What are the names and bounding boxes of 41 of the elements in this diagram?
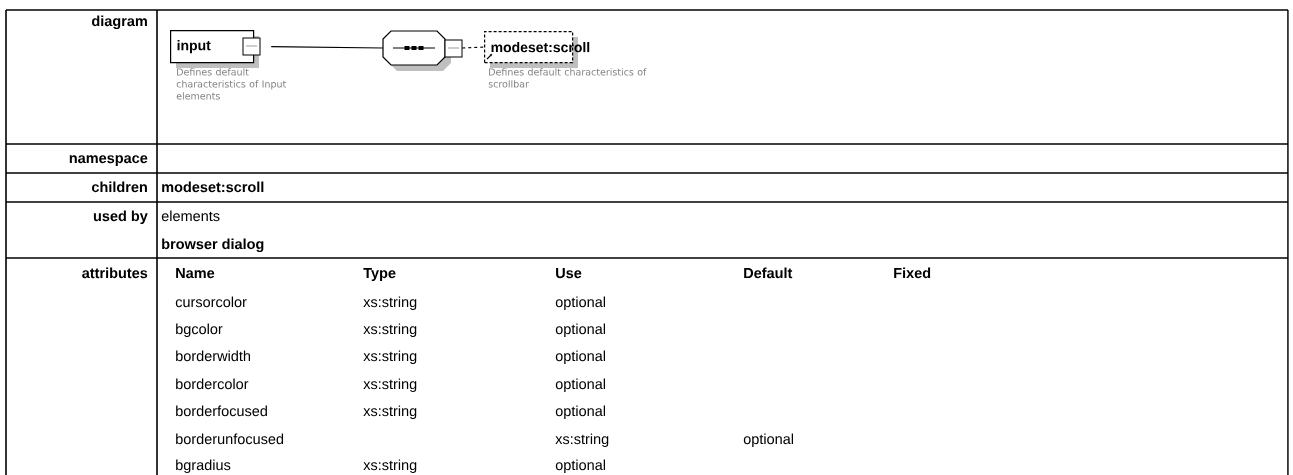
description-text: Defines default characteristics of Input elements	[176, 68, 287, 100]
row-header: children	[91, 181, 147, 193]
column-header: Type	[363, 268, 396, 281]
table-cell-text: xs:string	[555, 433, 609, 447]
row-header: used by	[93, 210, 148, 224]
row-header: diagram	[92, 15, 147, 30]
table-cell-text: optional	[555, 296, 606, 310]
table-cell-text: optional	[555, 459, 606, 473]
table-cell-text: xs:string	[363, 296, 417, 310]
table-cell-text: elements	[161, 210, 220, 222]
table-cell-text: xs:string	[363, 323, 417, 337]
row-header: attributes	[82, 267, 148, 279]
table-cell-text: optional	[555, 378, 606, 392]
table-cell-text: bordercolor	[176, 378, 249, 390]
row-header: namespace	[69, 155, 148, 166]
table-cell-text: bgcolor	[176, 323, 223, 337]
connector-line	[461, 46, 485, 49]
table-cell-text: optional	[555, 323, 606, 337]
table-cell-text: xs:string	[363, 378, 417, 392]
table-cell-text: borderfocused	[176, 405, 267, 417]
table-cell-text: bgradius	[176, 459, 231, 473]
table-cell-text: cursorcolor	[175, 296, 247, 308]
column-header: Default	[744, 267, 793, 279]
table-cell-text: borderunfocused	[176, 433, 284, 445]
table-cell-text: borderwidth	[176, 350, 250, 362]
table-cell-text: optional	[555, 350, 606, 364]
table-cell-text: modeset:scroll	[162, 181, 264, 193]
table-cell-text: optional	[743, 433, 794, 447]
description-text: Defines default characteristics of scrollbar	[488, 68, 647, 88]
column-header: Use	[556, 268, 582, 279]
column-header: Name	[176, 268, 215, 279]
table-cell-text: xs:string	[363, 405, 417, 419]
table-cell-text: xs:string	[363, 350, 417, 364]
column-header: Fixed	[894, 267, 931, 279]
element-box: input	[170, 30, 261, 68]
element-box: modeset:scroll	[484, 31, 590, 68]
table-cell-text: browser dialog	[162, 238, 264, 253]
sequence-octagon	[382, 30, 463, 71]
table-cell-text: xs:string	[363, 459, 417, 473]
table-cell-text: optional	[555, 405, 606, 419]
connector-line	[270, 46, 384, 49]
